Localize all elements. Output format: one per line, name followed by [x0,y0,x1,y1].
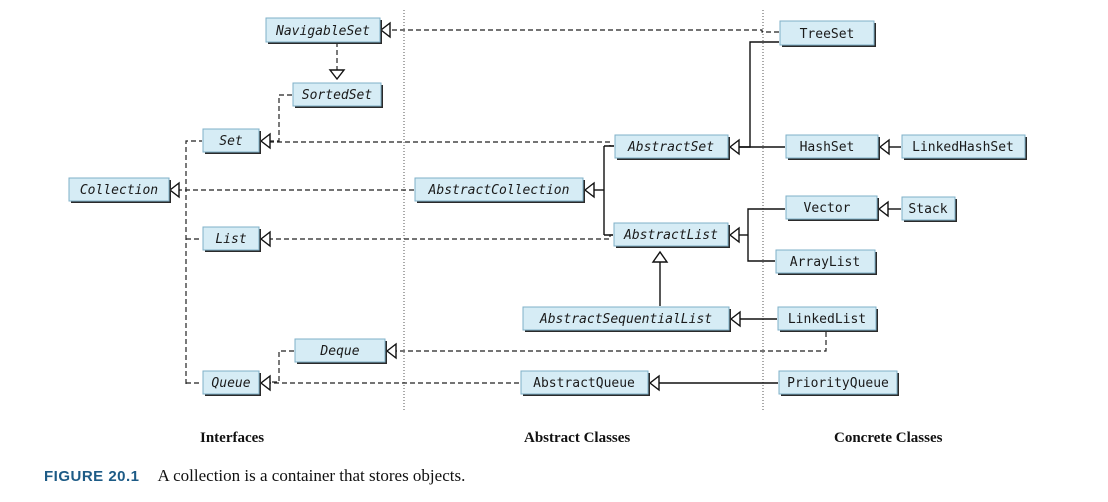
svg-text:SortedSet: SortedSet [302,88,373,103]
node-treeset: TreeSet [779,20,876,47]
edge-treeset-navigableset [390,29,779,33]
svg-text:Vector: Vector [804,201,851,216]
arrowhead-collection [168,181,180,199]
figure-number: FIGURE 20.1 [44,468,140,485]
svg-text:NavigableSet: NavigableSet [275,24,370,39]
edge-deque-queue [270,350,294,383]
figure-caption: FIGURE 20.1 A collection is a container t… [44,466,465,486]
node-priorityqueue: PriorityQueue [778,370,899,396]
node-hashset: HashSet [785,134,880,160]
svg-text:Collection: Collection [80,183,158,198]
node-abstractlist: AbstractList [613,222,730,248]
node-list: List [202,226,261,252]
arrowhead-abstractlist-vertical [651,250,669,263]
arrowhead-abstractsequentiallist [729,310,741,328]
arrowhead-abstractset [728,138,740,156]
svg-text:AbstractQueue: AbstractQueue [533,376,635,391]
arrowhead-deque [385,342,397,360]
svg-text:Set: Set [219,134,243,149]
svg-text:TreeSet: TreeSet [800,27,855,42]
node-navigableset: NavigableSet [265,17,382,44]
svg-text:LinkedList: LinkedList [788,312,866,327]
edge-linkedlist-deque [396,332,827,352]
svg-text:AbstractCollection: AbstractCollection [428,183,570,198]
node-vector: Vector [785,195,879,221]
node-collection: Collection [68,177,171,203]
arrowhead-abstractcollection [583,181,595,199]
figure-caption-text: A collection is a container that stores … [157,466,466,485]
svg-text:PriorityQueue: PriorityQueue [787,376,889,391]
node-deque: Deque [294,338,387,364]
arrowhead-abstractqueue [648,374,660,392]
arrowhead-sortedset [328,69,346,81]
edge-abstractset-set [270,141,614,147]
arrowhead-queue [259,374,271,392]
svg-text:Queue: Queue [211,376,250,391]
svg-text:List: List [215,232,246,247]
arrowhead-navigableset [379,21,391,39]
svg-text:AbstractSet: AbstractSet [627,140,714,155]
edge-interfaces-collection-trunk [185,140,202,384]
node-stack: Stack [901,196,957,222]
svg-text:AbstractList: AbstractList [623,228,718,243]
arrowhead-set [259,132,271,150]
collection-hierarchy-diagram: NavigableSet SortedSet Set Collection Li… [68,10,1027,412]
svg-text:Deque: Deque [319,344,359,359]
node-abstractqueue: AbstractQueue [520,370,650,396]
svg-text:ArrayList: ArrayList [790,255,860,270]
edge-abstractlist-list [270,234,613,240]
node-set: Set [202,128,261,154]
section-label-interfaces: Interfaces [200,430,265,446]
node-abstractsequentiallist: AbstractSequentialList [522,306,731,332]
node-linkedlist: LinkedList [777,306,878,332]
node-abstractcollection: AbstractCollection [414,177,585,203]
arrowhead-vector [877,200,889,218]
arrowhead-hashset [878,138,890,156]
node-arraylist: ArrayList [775,249,877,275]
svg-text:LinkedHashSet: LinkedHashSet [912,140,1014,155]
arrowhead-abstractlist [728,226,740,244]
node-linkedhashset: LinkedHashSet [901,134,1027,160]
svg-text:HashSet: HashSet [800,140,855,155]
node-abstractset: AbstractSet [614,134,730,160]
edge-treeset-abstractset [739,41,779,148]
arrowhead-list [259,230,271,248]
svg-text:AbstractSequentialList: AbstractSequentialList [539,312,712,327]
section-label-abstract-classes: Abstract Classes [524,430,631,446]
node-sortedset: SortedSet [292,82,383,108]
node-queue: Queue [202,370,261,396]
svg-text:Stack: Stack [908,202,947,217]
edge-branch-stubs [604,145,614,236]
section-label-concrete-classes: Concrete Classes [834,430,943,446]
edge-sortedset-set [270,94,292,142]
